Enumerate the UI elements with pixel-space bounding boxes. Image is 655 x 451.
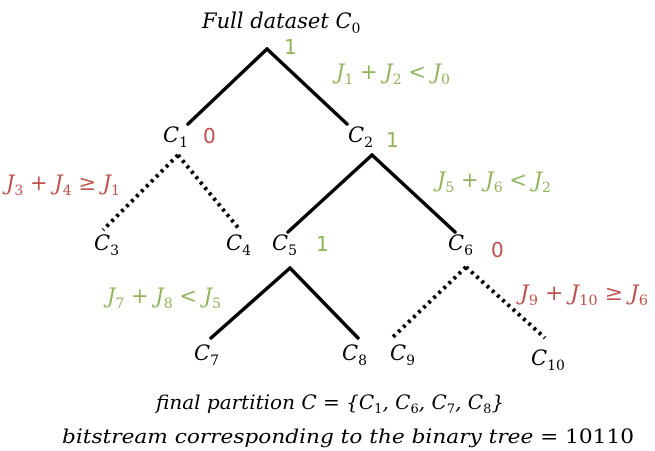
edge-c5-c8 bbox=[288, 266, 360, 340]
final-partition-caption: final partition C = {C1, C6, C7, C8} bbox=[154, 390, 504, 417]
edge-c5-c7 bbox=[209, 266, 292, 340]
root-flag: 1 bbox=[284, 35, 297, 59]
edge-c6-c9 bbox=[390, 265, 468, 340]
node-c7: C7 bbox=[194, 341, 219, 369]
edge-c2-c6 bbox=[370, 153, 457, 234]
node-c6: C6 bbox=[448, 231, 473, 259]
condition-split-c5: J7 + J8 < J5 bbox=[103, 284, 221, 312]
node-c4: C4 bbox=[226, 231, 251, 259]
node-c8: C8 bbox=[342, 341, 367, 369]
bitstream-caption: bitstream corresponding to the binary tr… bbox=[62, 424, 634, 448]
node-c5-flag: 1 bbox=[316, 232, 329, 256]
node-c1-flag: 0 bbox=[203, 124, 216, 148]
condition-split-c6: J9 + J10 ≥ J6 bbox=[516, 281, 648, 309]
node-c2: C2 bbox=[348, 123, 373, 151]
bitstream-value: 10110 bbox=[565, 424, 634, 448]
node-c2-flag: 1 bbox=[386, 128, 399, 152]
edge-c0-c2 bbox=[265, 47, 349, 126]
condition-split-c1: J3 + J4 ≥ J1 bbox=[2, 171, 120, 199]
edge-c2-c5 bbox=[286, 153, 374, 234]
node-c9: C9 bbox=[390, 341, 415, 369]
edge-c1-c4 bbox=[176, 153, 242, 232]
node-c6-flag: 0 bbox=[491, 238, 504, 262]
condition-split-c0: J1 + J2 < J0 bbox=[332, 60, 450, 88]
edge-c0-c1 bbox=[186, 47, 269, 126]
node-c10: C10 bbox=[531, 346, 565, 374]
node-c1: C1 bbox=[163, 123, 188, 151]
node-c5: C5 bbox=[272, 231, 297, 259]
node-c3: C3 bbox=[94, 231, 119, 259]
root-node-label: Full dataset C0 bbox=[201, 9, 360, 37]
condition-split-c2: J5 + J6 < J2 bbox=[433, 168, 551, 196]
